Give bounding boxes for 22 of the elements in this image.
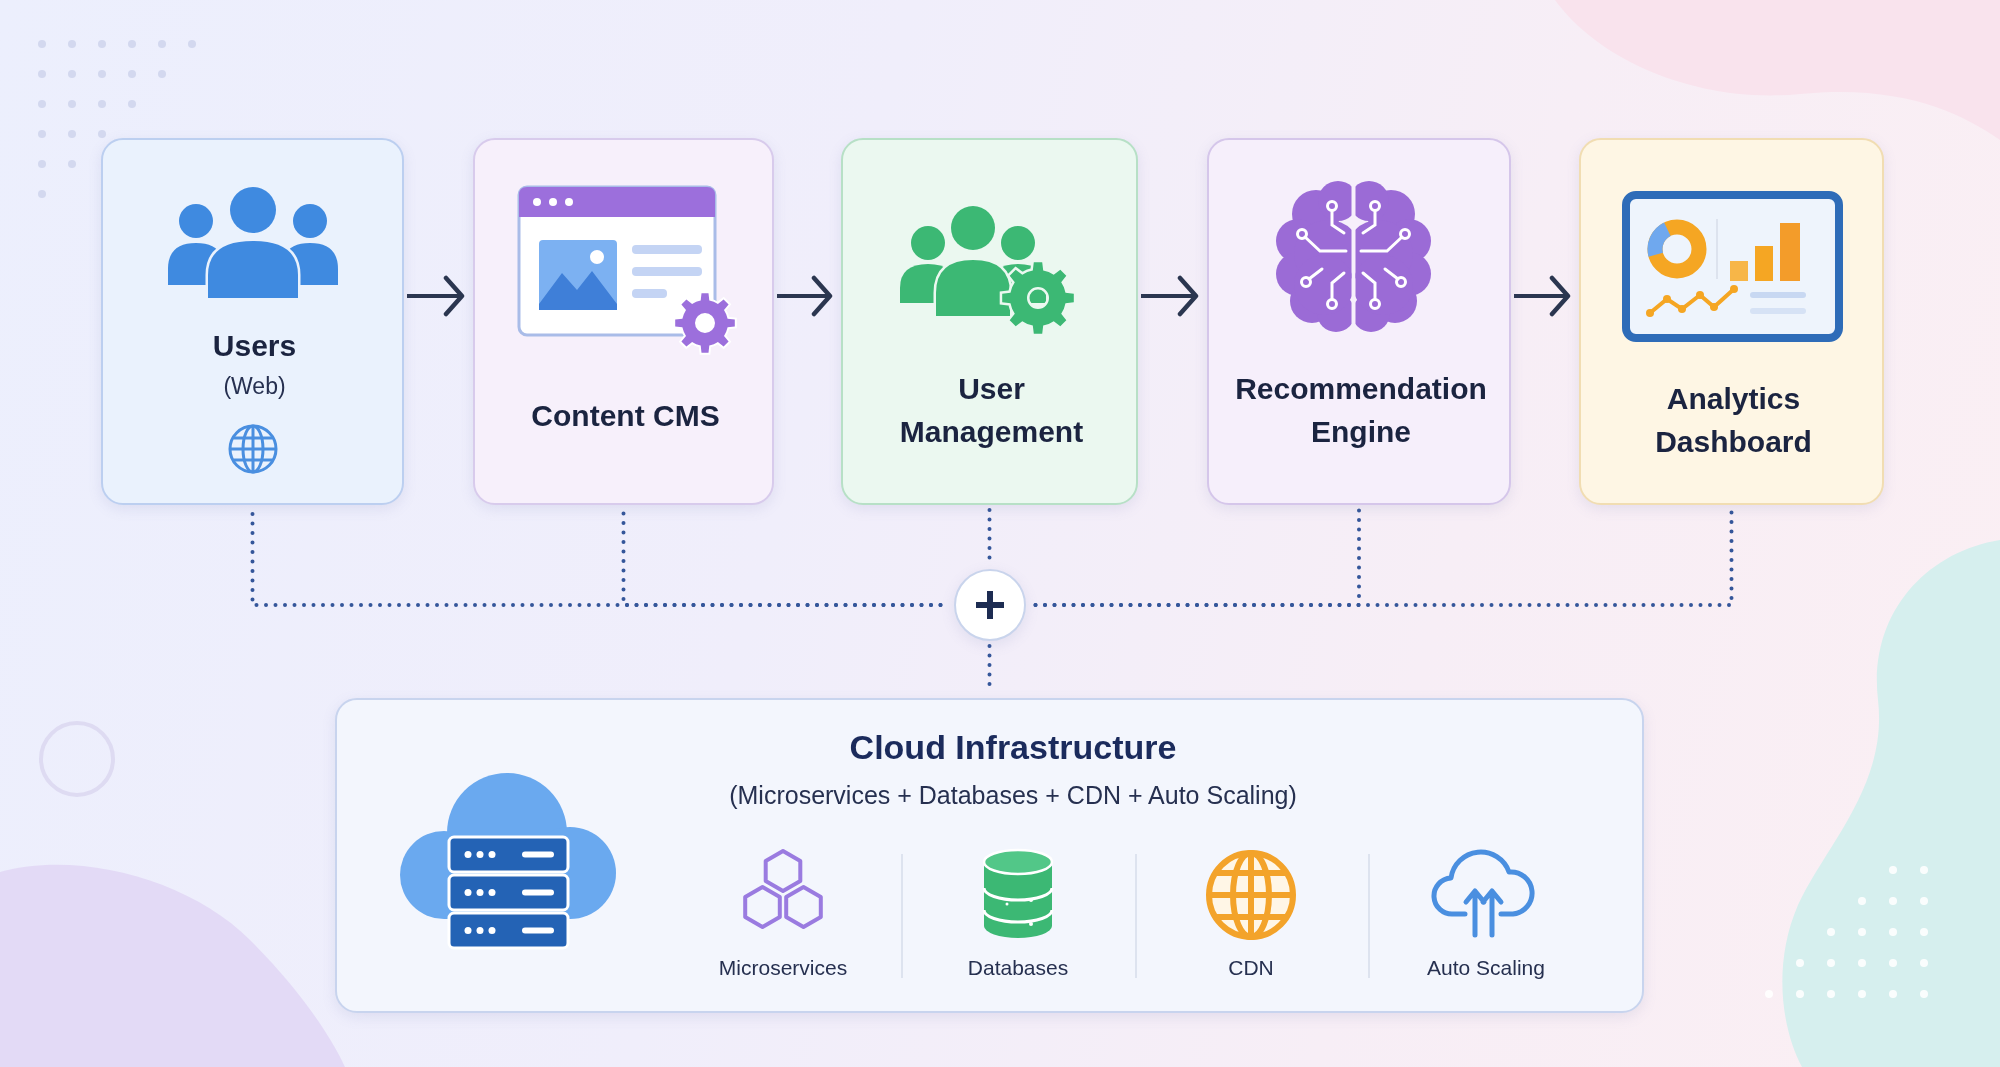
- component-card: [1207, 138, 1511, 505]
- component-card: [473, 138, 774, 505]
- node-title: Recommendation Engine: [1234, 371, 1488, 450]
- component-card: [101, 138, 404, 505]
- node-title: User Management: [898, 371, 1085, 450]
- node-title: Analytics Dashboard: [1654, 381, 1813, 460]
- node-title: Content CMS: [531, 398, 720, 434]
- infrastructure-panel: [335, 698, 1644, 1013]
- panel-subtitle: (Microservices + Databases + CDN + Auto Scaling): [729, 780, 1297, 810]
- item-label: CDN: [1228, 955, 1274, 981]
- node-subtitle: (Web): [223, 372, 286, 401]
- item-label: Microservices: [718, 955, 848, 981]
- node-title: Users: [212, 328, 297, 364]
- arrow: [1141, 275, 1199, 317]
- arrow: [407, 275, 465, 317]
- item-label: Databases: [967, 955, 1069, 981]
- component-card: [841, 138, 1138, 505]
- arrow: [777, 275, 833, 317]
- panel-title: Cloud Infrastructure: [849, 727, 1177, 768]
- component-card: [1579, 138, 1884, 505]
- item-label: Auto Scaling: [1427, 955, 1545, 981]
- arrow: [1514, 275, 1571, 317]
